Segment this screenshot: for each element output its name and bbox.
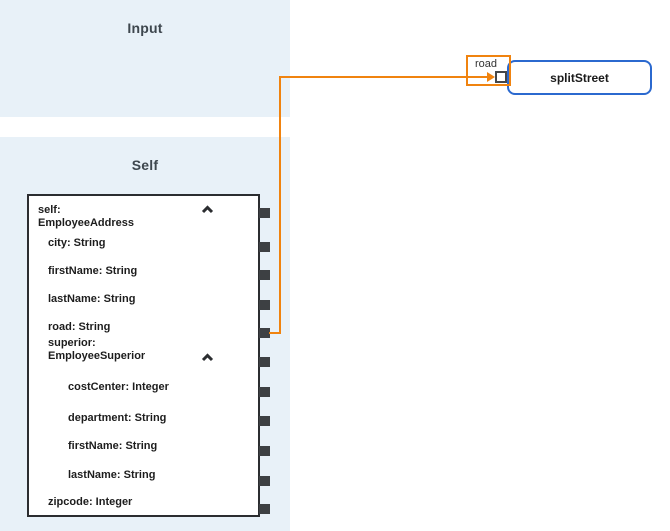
tree-row-costcenter[interactable]: costCenter: Integer — [29, 381, 258, 394]
tree-port-superior-firstname[interactable] — [259, 446, 270, 456]
tree-row-label: firstName: String — [48, 265, 138, 277]
tree-port-firstname[interactable] — [259, 270, 270, 280]
tree-row-label: superior: EmployeeSuperior — [48, 337, 146, 362]
tree-row-lastname[interactable]: lastName: String — [29, 293, 258, 306]
connection-line-segment — [269, 332, 281, 334]
tree-row-self[interactable]: self: EmployeeAddress — [29, 204, 258, 230]
tree-row-label: lastName: String — [48, 293, 136, 305]
node-input-port[interactable] — [495, 71, 507, 83]
connection-line-segment — [279, 76, 489, 78]
tree-port-city[interactable] — [259, 242, 270, 252]
tree-row-label: city: String — [48, 237, 106, 249]
tree-port-department[interactable] — [259, 416, 270, 426]
collapse-chevron-up-icon[interactable] — [201, 205, 214, 215]
tree-port-road[interactable] — [259, 328, 270, 338]
tree-row-superior[interactable]: superior: EmployeeSuperior — [29, 337, 258, 363]
collapse-chevron-up-icon[interactable] — [201, 353, 214, 363]
tree-row-label: department: String — [68, 412, 167, 424]
tree-row-department[interactable]: department: String — [29, 412, 258, 425]
tree-port-zipcode[interactable] — [259, 504, 270, 514]
connection-label: road — [475, 58, 498, 70]
tree-port-lastname[interactable] — [259, 300, 270, 310]
tree-row-superior-lastname[interactable]: lastName: String — [29, 469, 258, 482]
tree-row-firstname[interactable]: firstName: String — [29, 265, 258, 278]
tree-row-label: road: String — [48, 321, 111, 333]
input-panel-title: Input — [127, 20, 163, 36]
tree-row-road[interactable]: road: String — [29, 321, 258, 334]
tree-row-city[interactable]: city: String — [29, 237, 258, 250]
connection-label-box[interactable]: road — [466, 55, 511, 86]
tree-row-label: zipcode: Integer — [48, 496, 133, 508]
tree-port-costcenter[interactable] — [259, 387, 270, 397]
connection-arrowhead-icon — [487, 72, 495, 82]
tree-row-superior-firstname[interactable]: firstName: String — [29, 440, 258, 453]
tree-row-zipcode[interactable]: zipcode: Integer — [29, 496, 258, 509]
tree-row-label: lastName: String — [68, 469, 156, 481]
tree-row-label: firstName: String — [68, 440, 158, 452]
tree-row-label: self: EmployeeAddress — [38, 204, 134, 229]
tree-port-superior[interactable] — [259, 357, 270, 367]
splitstreet-node[interactable]: splitStreet — [507, 60, 652, 95]
tree-row-label: costCenter: Integer — [68, 381, 169, 393]
input-panel: Input — [0, 0, 290, 117]
tree-port-superior-lastname[interactable] — [259, 476, 270, 486]
tree-port-self[interactable] — [259, 208, 270, 218]
self-panel-title: Self — [131, 157, 159, 173]
self-structure-box: self: EmployeeAddress city: String first… — [27, 194, 260, 517]
connection-line-segment — [279, 76, 281, 334]
node-title: splitStreet — [550, 70, 609, 85]
